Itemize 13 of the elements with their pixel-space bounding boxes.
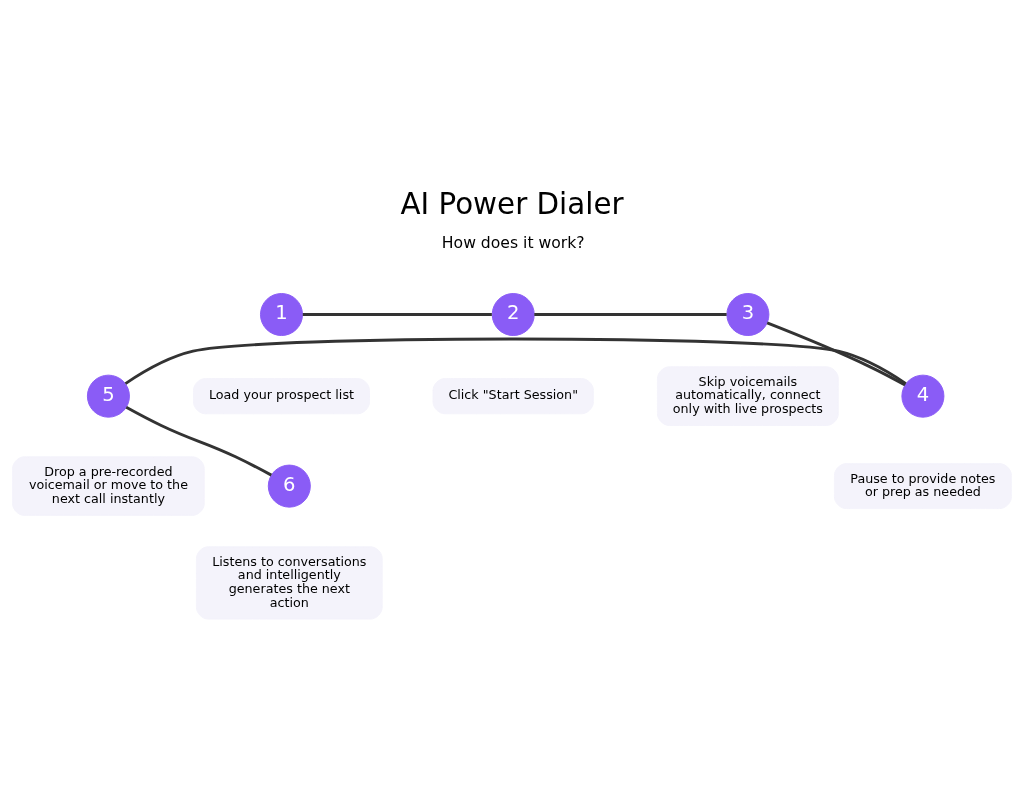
label: How does it work?: [441, 232, 585, 252]
node-circle: 4: [901, 374, 945, 418]
node-circle: 3: [726, 292, 770, 336]
connector: [125, 405, 273, 476]
node-circle: 2: [491, 292, 535, 336]
connector: [302, 312, 492, 316]
node-circle: 1: [260, 292, 303, 336]
connector: [766, 321, 906, 386]
diagram-title: AI Power Dialer: [400, 186, 624, 221]
connector: [124, 337, 907, 385]
node-circle: 5: [86, 374, 130, 418]
connector: [534, 312, 727, 316]
node-circle: 6: [267, 464, 311, 508]
